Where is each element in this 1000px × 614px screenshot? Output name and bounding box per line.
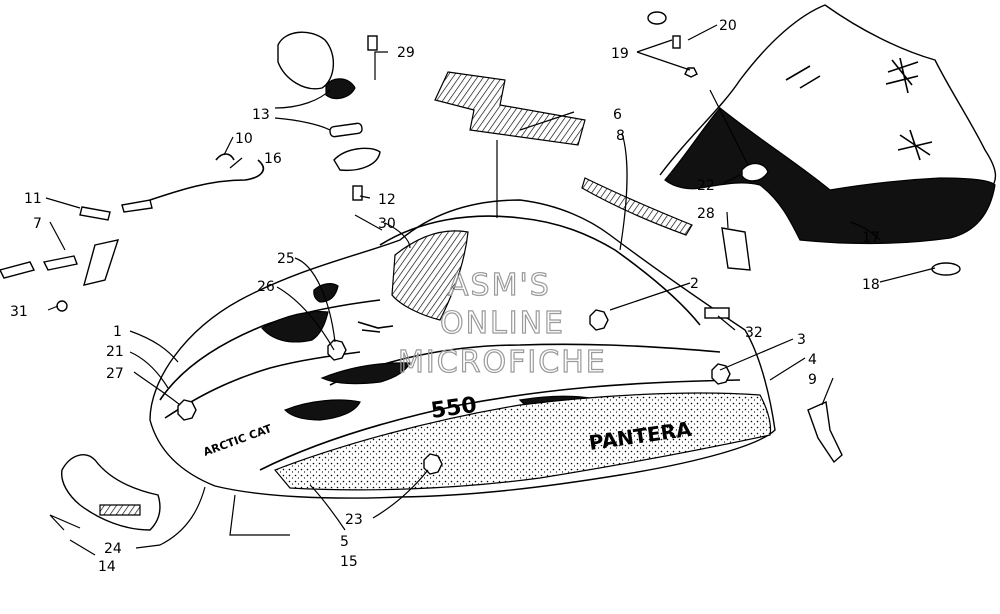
callout-5: 5: [340, 534, 349, 550]
cap-20: [647, 11, 667, 25]
callout-24: 24: [104, 541, 122, 557]
callout-9: 9: [808, 372, 817, 388]
bracket-24: [61, 454, 161, 531]
mirror-spacer: [329, 122, 363, 138]
hood-nose: [159, 299, 381, 401]
callout-14: 14: [98, 559, 116, 575]
clip-10: [215, 153, 235, 161]
decal-28: [721, 227, 751, 271]
callout-23: 23: [345, 512, 363, 528]
callout-25: 25: [277, 251, 295, 267]
callout-27: 27: [106, 366, 124, 382]
bolt-19: [672, 35, 681, 49]
callout-11: 11: [24, 191, 42, 207]
callout-2: 2: [690, 276, 699, 292]
callout-4: 4: [808, 352, 817, 368]
spring-tip: [121, 199, 153, 213]
windshield-crosshatch-left: [885, 57, 919, 94]
callout-29: 29: [397, 45, 415, 61]
callout-30: 30: [378, 216, 396, 232]
callout-31: 31: [10, 304, 28, 320]
screw-12: [352, 185, 363, 201]
small-parts: [0, 11, 961, 531]
mirror-mount: [325, 78, 356, 100]
callout-1: 1: [113, 324, 122, 340]
callout-32: 32: [745, 325, 763, 341]
hood-emblem: [357, 321, 394, 333]
callout-labels: 1 2 3 4 5 6 7 8 9 10 11 12 13 14 15 16 1…: [10, 18, 880, 575]
watermark-line-2: ONLINE: [440, 306, 565, 341]
spring-7: [42, 255, 78, 271]
hood-dash: [379, 215, 701, 326]
handle-9: [807, 400, 843, 464]
callout-21: 21: [106, 344, 124, 360]
callout-13: 13: [252, 107, 270, 123]
callout-26: 26: [257, 279, 275, 295]
windshield-reflection: [785, 65, 821, 89]
vent-left-top: [261, 310, 329, 343]
windshield-frame: [664, 107, 996, 245]
windshield-crosshatch-right: [897, 129, 933, 161]
watermark-line-1: ASM'S: [448, 268, 551, 303]
callout-19: 19: [611, 46, 629, 62]
callout-15: 15: [340, 554, 358, 570]
grommet-3: [711, 363, 731, 385]
callout-28: 28: [697, 206, 715, 222]
washer-18: [931, 262, 961, 276]
callout-8: 8: [616, 128, 625, 144]
side-panel-decal: [274, 392, 772, 491]
clip-22: [741, 162, 769, 182]
nut-19: [684, 67, 698, 78]
callout-20: 20: [719, 18, 737, 34]
spring-11: [79, 206, 111, 221]
callout-18: 18: [862, 277, 880, 293]
hood: ARCTIC CAT 550 PANTERA: [149, 199, 776, 499]
tab-32: [704, 307, 730, 319]
leader-lines: [45, 24, 936, 556]
cable-end: [0, 261, 36, 279]
callout-12: 12: [378, 192, 396, 208]
grommet-23: [423, 453, 443, 475]
callout-3: 3: [797, 332, 806, 348]
hood-vent-mesh: [391, 230, 469, 321]
callout-7: 7: [33, 216, 42, 232]
mirror-base-plate: [333, 147, 381, 172]
windshield: [659, 4, 997, 245]
grip-pad: [434, 71, 586, 146]
grommet-2: [589, 309, 609, 331]
callout-16: 16: [264, 151, 282, 167]
vent-center-2: [283, 399, 361, 421]
watermark-line-3: MICROFICHE: [398, 345, 607, 380]
screw-29: [367, 35, 378, 51]
callout-10: 10: [235, 131, 253, 147]
bracket-24-pad: [99, 504, 141, 516]
hood-ridge-lower: [259, 379, 741, 471]
cable: [149, 159, 264, 201]
vent-left-small: [313, 283, 339, 303]
callout-22: 22: [697, 178, 715, 194]
trim-strip: [581, 177, 693, 236]
callout-6: 6: [613, 107, 622, 123]
watermark: ASM'S ONLINE MICROFICHE: [397, 267, 607, 380]
callout-17: 17: [862, 230, 880, 246]
clip-31: [56, 300, 68, 312]
grommet-27: [177, 399, 197, 421]
vent-center-1: [320, 362, 412, 385]
strut: [83, 239, 120, 286]
mirror: [277, 31, 334, 90]
